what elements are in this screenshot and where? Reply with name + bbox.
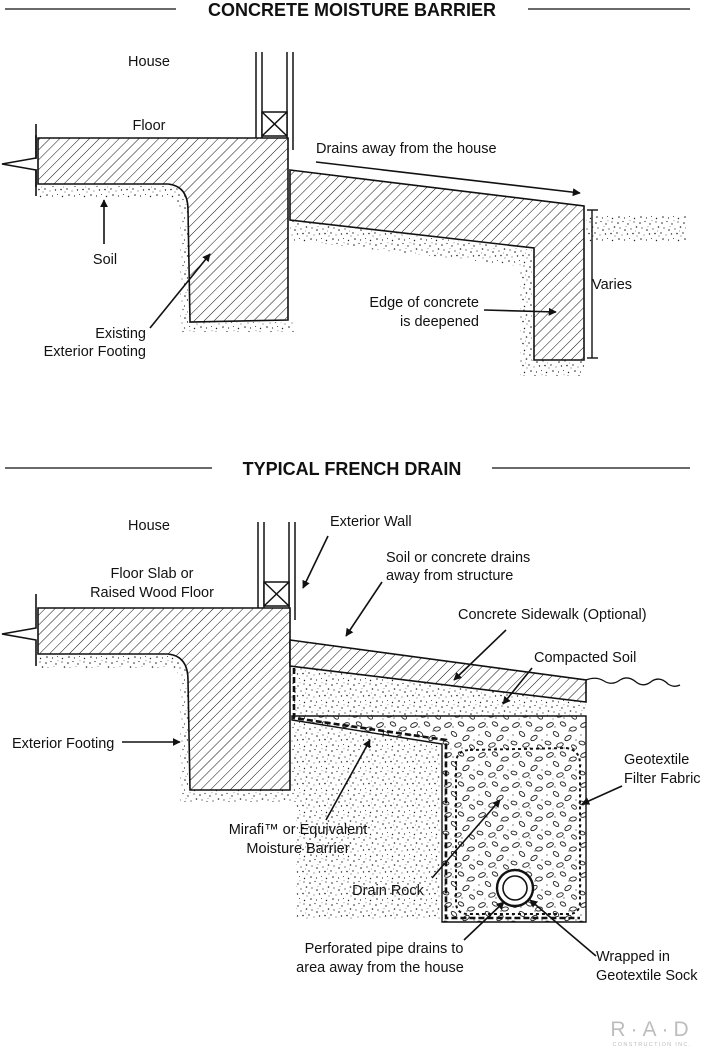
moisture-barrier	[292, 668, 580, 920]
soil-drains-label-1: Soil or concrete drains	[386, 550, 530, 566]
soil-drains-label-2: away from structure	[386, 568, 513, 584]
bottom-wall	[257, 522, 296, 620]
edge-deepened-arrow	[483, 307, 557, 316]
compacted-soil-label: Compacted Soil	[534, 650, 636, 666]
rad-logo: R·A·D	[610, 1018, 693, 1041]
perforated-pipe-label-1: Perforated pipe drains to	[305, 941, 464, 957]
compacted-soil-arrow	[502, 667, 533, 705]
mirafi-arrow	[325, 739, 371, 821]
existing-footing-label-2: Exterior Footing	[44, 344, 146, 360]
sidewalk-label: Concrete Sidewalk (Optional)	[458, 607, 647, 623]
drain-rock-arrow	[431, 799, 501, 879]
existing-footing-label-1: Existing	[95, 326, 146, 342]
existing-footing-arrow	[149, 253, 211, 329]
top-floor-label: Floor	[132, 118, 165, 134]
geotextile-filter-fabric	[455, 746, 581, 915]
exterior-wall-label: Exterior Wall	[330, 514, 412, 530]
mirafi-label-2: Moisture Barrier	[246, 841, 349, 857]
sidewalk-arrow	[453, 629, 507, 681]
compacted-soil	[290, 666, 586, 716]
edge-deepened-label-1: Edge of concrete	[369, 295, 479, 311]
top-soil-grade	[586, 216, 686, 242]
edge-deepened-label-2: is deepened	[400, 314, 479, 330]
geotextile-sock-label-1: Wrapped in	[596, 949, 670, 965]
top-break-mask	[0, 130, 35, 190]
bottom-break-line	[1, 594, 37, 666]
floor-slab-label-1: Floor Slab or	[110, 566, 193, 582]
top-floor-footing	[37, 137, 289, 323]
perforated-pipe-arrow	[463, 901, 505, 941]
top-concrete-barrier	[289, 169, 585, 361]
geotextile-sock-label-2: Geotextile Sock	[596, 968, 698, 984]
varies-label: Varies	[592, 277, 632, 293]
top-break-line	[1, 124, 37, 196]
mirafi-label-1: Mirafi™ or Equivalent	[229, 822, 368, 838]
floor-slab-label-2: Raised Wood Floor	[90, 585, 214, 601]
bottom-house-label: House	[128, 518, 170, 534]
drain-rock-label: Drain Rock	[352, 883, 424, 899]
top-wall	[255, 52, 294, 150]
soil-label: Soil	[93, 252, 117, 268]
concrete-sidewalk	[289, 639, 587, 703]
geotextile-label-2: Filter Fabric	[624, 771, 701, 787]
bottom-soil-wall-side	[290, 720, 440, 920]
exterior-wall-arrow	[302, 535, 329, 589]
bottom-section-title: TYPICAL FRENCH DRAIN	[243, 459, 462, 479]
drains-away-arrow	[315, 161, 581, 197]
top-soil-under-concrete	[290, 220, 584, 376]
geotextile-arrow	[581, 785, 623, 805]
bottom-break-mask	[0, 600, 35, 660]
perforated-pipe-inner	[502, 875, 528, 901]
top-house-label: House	[128, 54, 170, 70]
geotextile-label-1: Geotextile	[624, 752, 689, 768]
drains-away-label: Drains away from the house	[316, 141, 497, 157]
grade-line	[585, 677, 681, 687]
rad-logo-subtitle: CONSTRUCTION INC.	[613, 1042, 692, 1048]
exterior-footing-label: Exterior Footing	[12, 736, 114, 752]
geotextile-sock-arrow	[529, 899, 597, 957]
top-section-title: CONCRETE MOISTURE BARRIER	[208, 0, 496, 20]
perforated-pipe-label-2: area away from the house	[296, 960, 464, 976]
bottom-floor-footing	[37, 607, 291, 791]
varies-dimension	[587, 209, 598, 359]
soil-drains-arrow	[345, 581, 383, 637]
